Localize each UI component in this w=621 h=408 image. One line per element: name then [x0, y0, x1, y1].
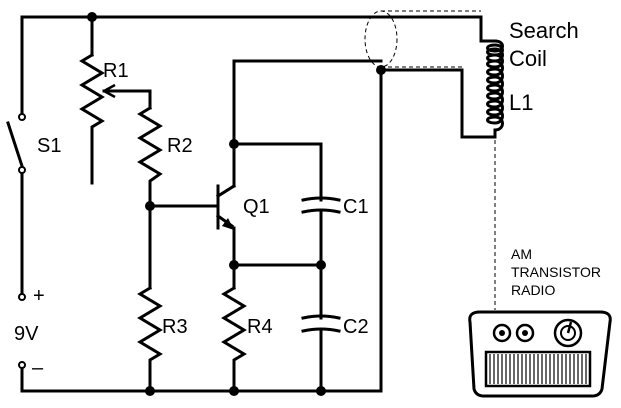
- junction-dot: [229, 260, 239, 270]
- battery-plus-label: +: [33, 285, 45, 307]
- label-r3: R3: [162, 316, 188, 338]
- battery-terminals: [18, 293, 26, 369]
- label-r1: R1: [103, 60, 129, 82]
- search-coil-l1: [364, 10, 504, 310]
- radio-label-line3: RADIO: [511, 282, 555, 298]
- switch-s1: [6, 113, 26, 174]
- battery-minus-label: –: [32, 357, 44, 379]
- coil-label-line1: Search: [509, 18, 579, 43]
- junction-dot: [229, 386, 239, 396]
- transistor-q1: [215, 183, 237, 230]
- junction-dot: [145, 386, 155, 396]
- battery-voltage-label: 9V: [14, 323, 39, 345]
- capacitor-c2: [301, 314, 341, 333]
- resistor-r2: [137, 105, 163, 189]
- label-c2: C2: [343, 316, 369, 338]
- resistor-r3: [137, 285, 163, 367]
- junction-dot: [316, 386, 326, 396]
- potentiometer-r1: [79, 52, 116, 185]
- radio-label-line1: AM: [511, 246, 532, 262]
- label-c1: C1: [343, 196, 369, 218]
- capacitor-c1: [301, 196, 341, 214]
- junction-dot: [316, 260, 326, 270]
- label-r2: R2: [167, 135, 193, 157]
- label-r4: R4: [247, 316, 273, 338]
- junction-dots: [87, 12, 386, 396]
- label-q1: Q1: [243, 196, 270, 218]
- resistor-r4: [221, 285, 247, 367]
- radio-label-line2: TRANSISTOR: [511, 264, 601, 280]
- junction-dot: [87, 12, 97, 22]
- am-radio-icon: [468, 310, 612, 398]
- label-s1: S1: [37, 135, 61, 157]
- coil-label-line2: Coil: [509, 46, 547, 71]
- junction-dot: [145, 201, 155, 211]
- coil-label-ref: L1: [509, 90, 533, 115]
- junction-dot: [229, 139, 239, 149]
